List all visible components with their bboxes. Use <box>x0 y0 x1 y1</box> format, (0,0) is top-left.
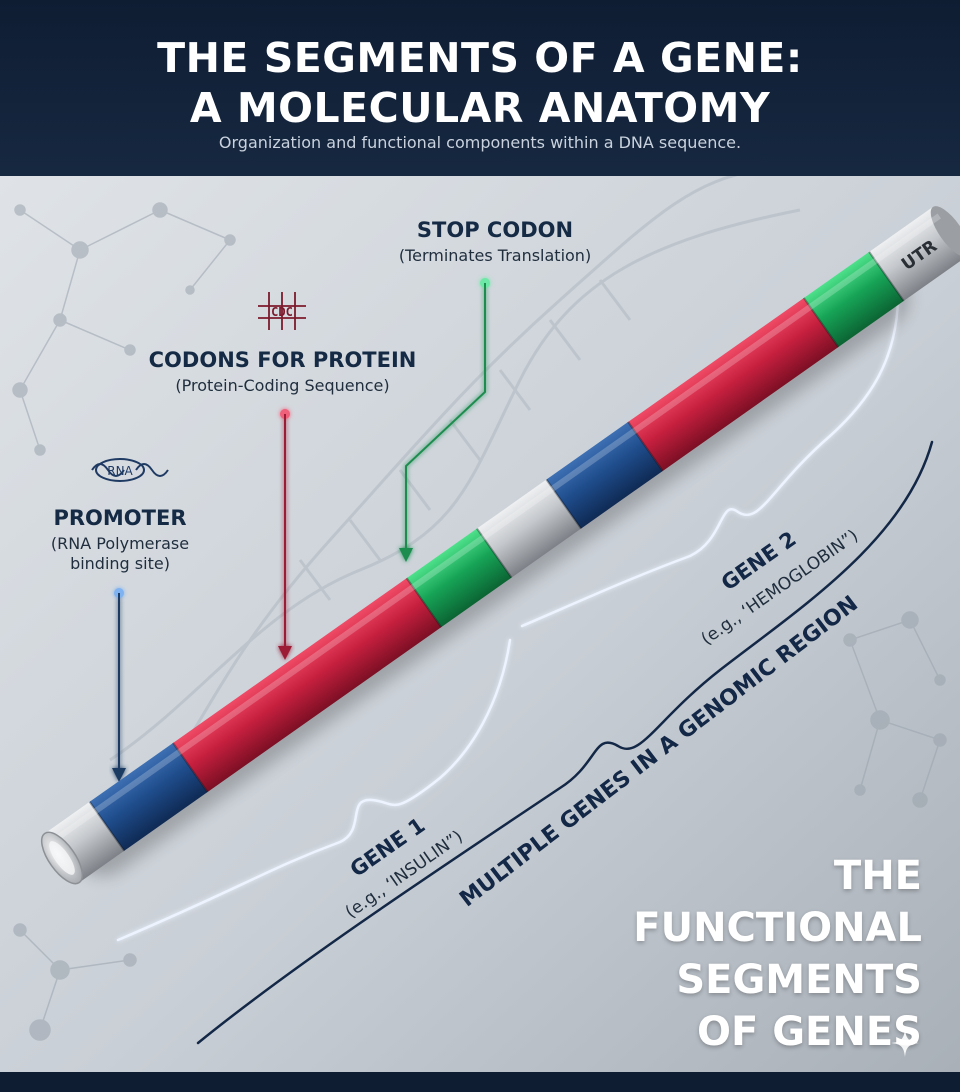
segment-stop-2 <box>803 251 904 348</box>
gene-tube: UTR <box>40 206 960 885</box>
region-brace <box>196 440 934 1045</box>
segment-promoter-2 <box>546 421 663 529</box>
gene1-brace <box>116 638 512 942</box>
segment-promoter-1 <box>89 742 208 851</box>
title-line-1: THE SEGMENTS OF A GENE: <box>157 34 803 82</box>
background-helix <box>109 176 801 821</box>
segment-spacer <box>476 479 582 578</box>
rna-icon <box>91 458 169 482</box>
rna-icon-text: RNA <box>107 464 133 478</box>
gene-diagram: CDC RNA <box>0 176 960 1072</box>
codons-pointer <box>278 409 292 660</box>
corner-title-line-2: FUNCTIONAL <box>633 905 922 951</box>
corner-title-line-1: THE <box>833 853 922 899</box>
stop-codon-pointer <box>399 278 490 562</box>
segment-cap <box>44 801 125 883</box>
gene2-brace <box>520 298 900 628</box>
segment-stop-1 <box>406 528 512 628</box>
promoter-subtitle-line-2: binding site) <box>70 554 170 573</box>
subtitle: Organization and functional components w… <box>218 133 742 152</box>
promoter-pointer <box>112 588 126 782</box>
background-network <box>12 202 947 1041</box>
promoter-title: PROMOTER <box>53 506 187 530</box>
corner-title-line-4: OF GENES <box>696 1009 922 1055</box>
corner-title: THE FUNCTIONAL SEGMENTS OF GENES <box>633 850 922 1058</box>
segment-coding-1 <box>172 578 442 793</box>
stop-codon-subtitle: (Terminates Translation) <box>398 246 592 265</box>
corner-title-line-3: SEGMENTS <box>676 957 922 1003</box>
promoter-subtitle-line-1: (RNA Polymerase <box>50 534 190 553</box>
sparkle-icon <box>891 1029 919 1057</box>
header: THE SEGMENTS OF A GENE: A MOLECULAR ANAT… <box>0 0 960 176</box>
codons-icon-text: CDC <box>271 305 293 319</box>
title-line-2: A MOLECULAR ANATOMY <box>189 84 771 132</box>
codons-subtitle: (Protein-Coding Sequence) <box>175 376 390 395</box>
codons-icon <box>258 292 306 330</box>
stop-codon-title: STOP CODON <box>416 218 574 242</box>
bottom-bar <box>0 1072 960 1092</box>
codons-title: CODONS FOR PROTEIN <box>148 348 417 372</box>
braces <box>116 298 934 1045</box>
segment-coding-2 <box>628 297 839 471</box>
